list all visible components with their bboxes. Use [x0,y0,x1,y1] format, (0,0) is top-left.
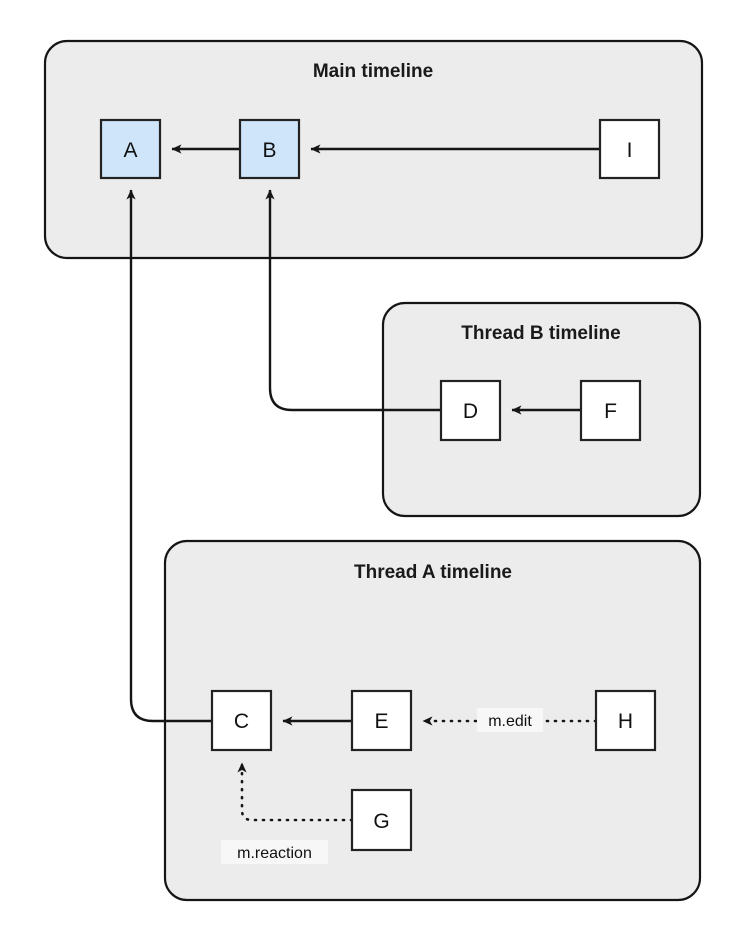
node-f-label: F [604,400,617,423]
node-a-box [99,118,162,180]
node-f-box [579,379,642,442]
group-thread-b-timeline-title: Thread B timeline [461,323,620,344]
edge-c-to-a [126,189,212,723]
node-i-box [598,118,661,180]
node-d-box [439,379,502,442]
group-main-timeline-title: Main timeline [313,61,433,82]
node-d[interactable]: D [439,379,502,442]
edge-label-m-edit: m.edit [477,708,543,732]
edge-label-m-edit-text: m.edit [488,713,532,730]
edge-label-m-reaction-text: m.reaction [237,845,312,862]
group-thread-a-timeline-title: Thread A timeline [354,562,512,583]
node-c[interactable]: C [210,689,273,752]
node-h-box [594,689,657,752]
node-a[interactable]: A [99,118,162,180]
node-b[interactable]: B [238,118,301,180]
node-g-label: G [373,810,389,833]
edge-d-to-b [265,189,441,412]
node-g-box [350,788,413,852]
node-h[interactable]: H [594,689,657,752]
node-e-box [350,689,413,752]
node-b-box [238,118,301,180]
node-f[interactable]: F [579,379,642,442]
node-h-label: H [618,710,633,733]
node-d-label: D [463,400,478,423]
node-e-label: E [374,710,388,733]
node-g[interactable]: G [350,788,413,852]
node-a-label: A [123,139,137,162]
node-i[interactable]: I [598,118,661,180]
edge-label-m-reaction-bg [221,840,328,864]
node-c-box [210,689,273,752]
node-e[interactable]: E [350,689,413,752]
edge-label-m-edit-bg [477,708,543,732]
node-b-label: B [262,139,276,162]
edge-label-m-reaction: m.reaction [221,840,328,864]
node-c-label: C [234,710,249,733]
node-i-label: I [627,139,633,162]
